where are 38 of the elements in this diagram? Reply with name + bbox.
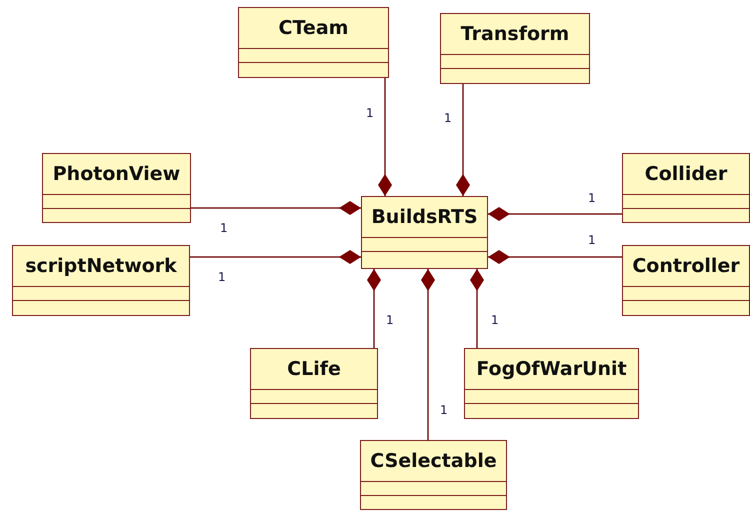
class-name: FogOfWarUnit [476,358,627,380]
class-name: CSelectable [370,450,497,472]
multiplicity-label: 1 [440,403,448,417]
class-name: Controller [632,255,740,277]
class-box [622,245,750,316]
class-box [360,440,507,510]
class-name: BuildsRTS [371,206,478,228]
class-name: PhotonView [52,163,180,185]
class-box [440,13,590,84]
multiplicity-label: 1 [220,221,228,235]
class-name: scriptNetwork [25,255,177,277]
composition-line [456,84,470,196]
multiplicity-label: 1 [588,233,596,247]
composition-line [378,78,392,196]
multiplicity-label: 1 [588,191,596,205]
class-name: CTeam [278,17,348,39]
composition-line [470,269,484,348]
class-name: CLife [287,358,341,380]
composition-line [421,269,435,440]
class-box [42,153,191,223]
class-name: Collider [644,163,728,185]
composition-line [488,207,622,221]
multiplicity-label: 1 [366,106,374,120]
class-box [464,348,639,419]
composition-line [190,250,361,264]
class-box [12,245,190,316]
multiplicity-label: 1 [491,313,499,327]
class-box [622,153,750,223]
class-box [238,7,389,78]
composition-line [367,269,381,348]
multiplicity-label: 1 [218,270,226,284]
composition-line [191,201,361,215]
composition-line [488,250,622,264]
class-box [250,348,378,419]
class-box [361,196,488,269]
class-name: Transform [460,23,570,45]
multiplicity-label: 1 [444,111,452,125]
multiplicity-label: 1 [386,313,394,327]
